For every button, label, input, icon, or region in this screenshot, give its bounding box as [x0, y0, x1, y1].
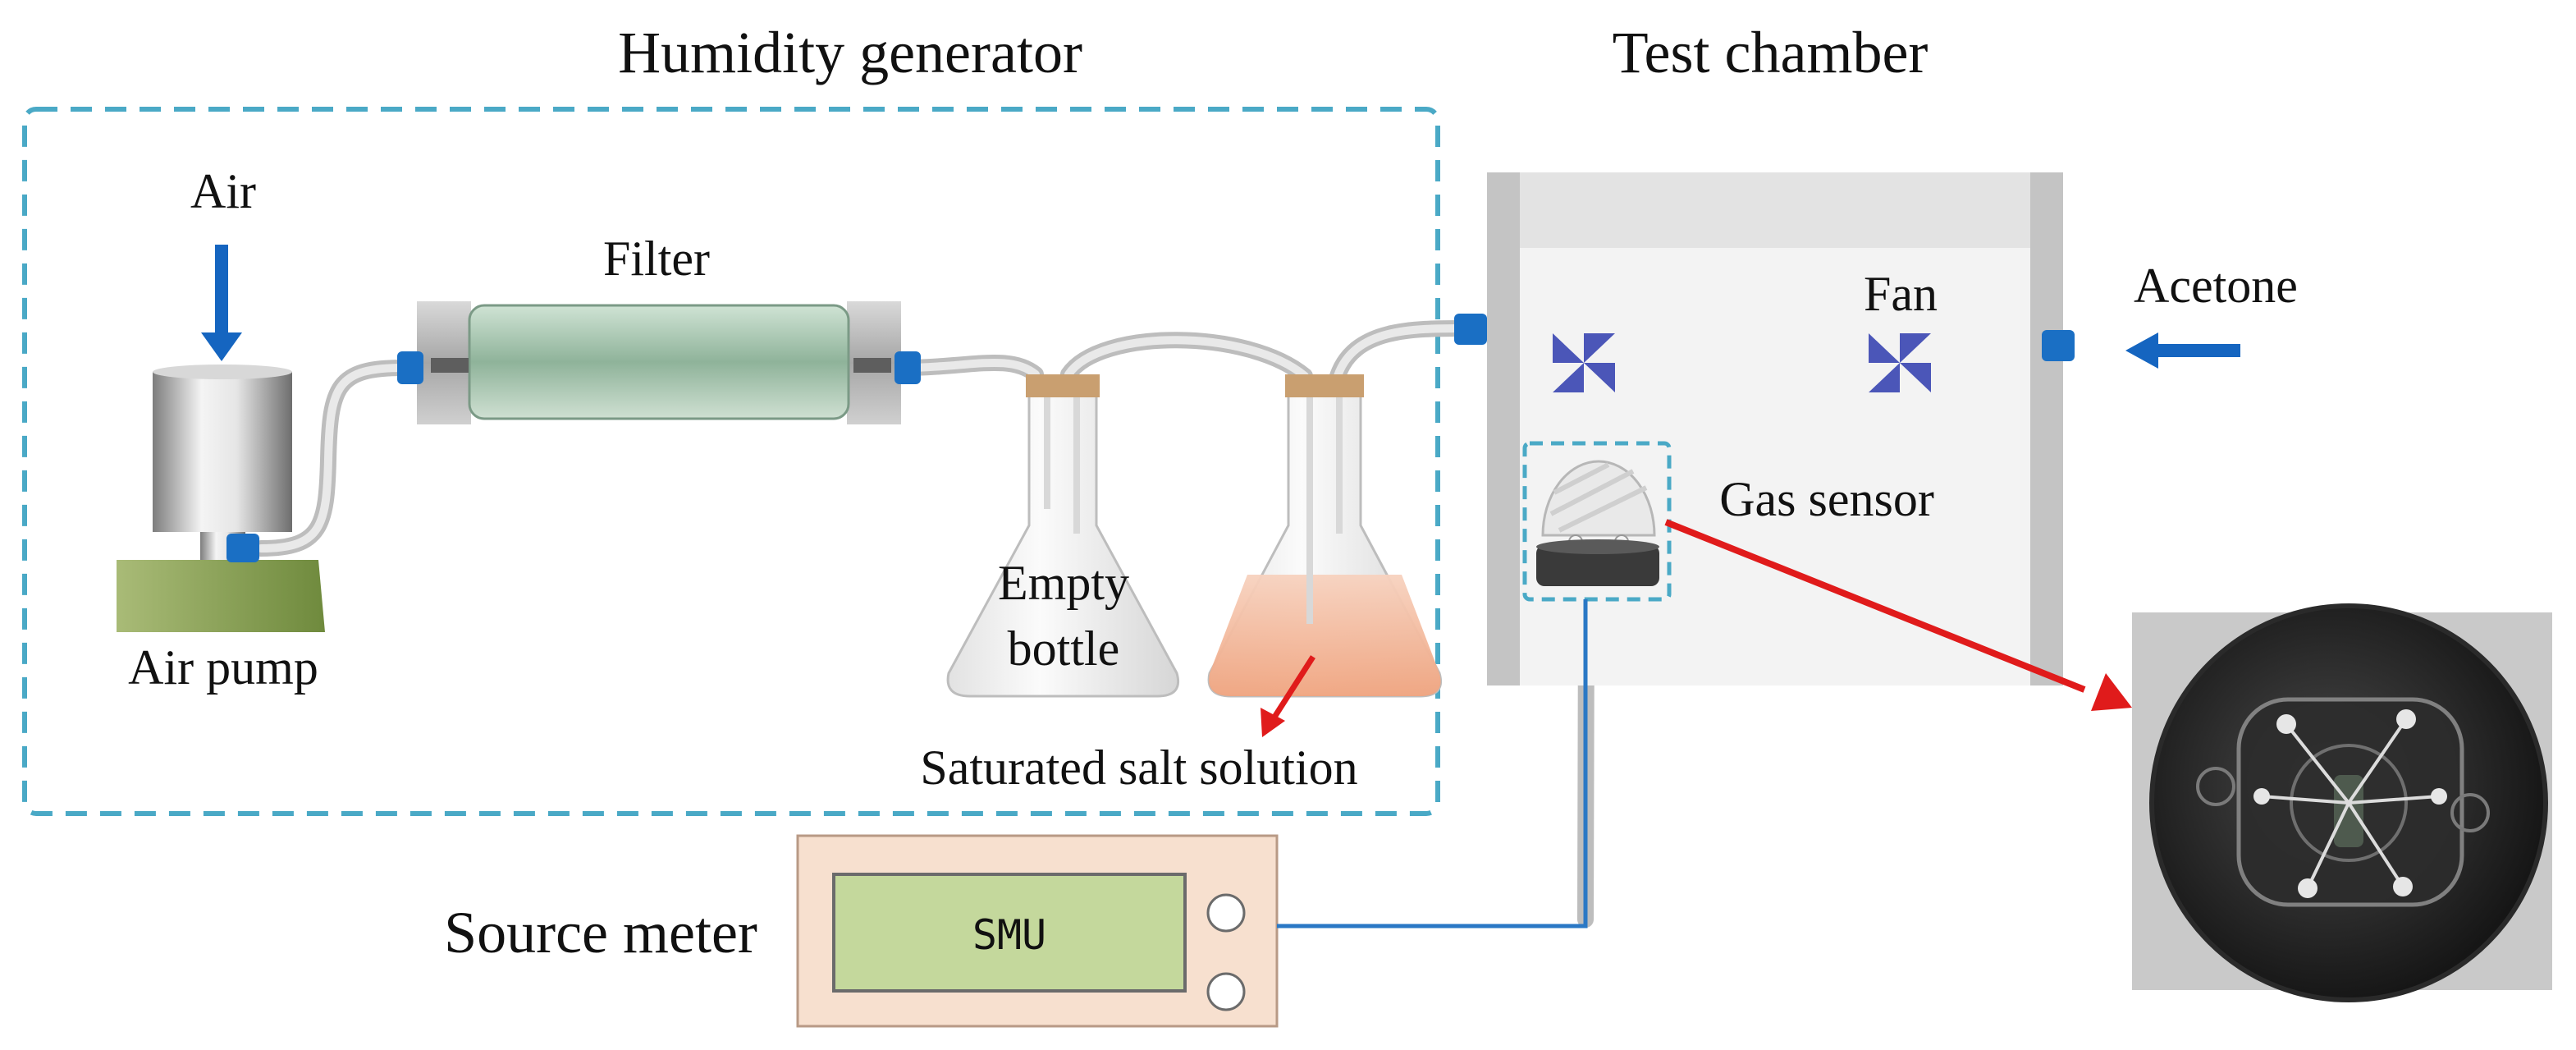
filter — [417, 301, 901, 424]
fan-icon — [1869, 333, 1931, 392]
gas-sensor — [1536, 460, 1659, 586]
meter-knob — [1206, 893, 1246, 933]
air-pump-label: Air pump — [128, 640, 318, 695]
sensor-photo-pointer-arrow — [1664, 519, 2132, 711]
sensor-wire — [1277, 599, 1588, 928]
chamber-body — [1487, 172, 2061, 685]
empty-bottle — [946, 374, 1179, 698]
pump-base — [117, 560, 325, 632]
filter-outlet-connector — [895, 351, 921, 384]
sensor-base — [1536, 545, 1659, 586]
pump-connector — [226, 534, 259, 562]
chamber-wall-right — [2030, 172, 2063, 685]
source-meter — [796, 834, 1279, 1028]
salt-solution-flask — [1207, 374, 1442, 698]
test-chamber — [1487, 172, 2063, 685]
air-inlet-arrow — [201, 245, 242, 361]
source-meter-label: Source meter — [444, 900, 757, 965]
pump-cylinder — [153, 372, 292, 532]
empty-bottle-label-line2: bottle — [1008, 621, 1120, 676]
empty-bottle-label-line1: Empty — [998, 556, 1129, 610]
fan-label: Fan — [1864, 267, 1938, 321]
flask-stopper — [1285, 374, 1364, 397]
filter-tube — [468, 304, 850, 420]
gas-sensor-photo — [2132, 603, 2552, 1002]
solution-pointer-arrow — [1261, 655, 1315, 737]
test-chamber-title: Test chamber — [1613, 20, 1929, 85]
chamber-lid — [1487, 172, 2061, 248]
bottle-stopper — [1026, 374, 1100, 397]
chamber-wall-left — [1487, 172, 1520, 685]
humidity-generator-box — [22, 107, 1440, 816]
saturated-salt-solution-label: Saturated salt solution — [920, 741, 1357, 795]
smu-screen — [832, 873, 1187, 993]
filter-inlet-connector — [397, 351, 423, 384]
air-label: Air — [190, 164, 256, 218]
salt-solution-liquid — [1209, 575, 1441, 696]
chamber-inlet-connector — [1454, 314, 1487, 345]
humidity-generator-title: Humidity generator — [618, 20, 1082, 85]
gas-sensor-label: Gas sensor — [1719, 472, 1934, 526]
fan-icon — [1553, 333, 1615, 392]
filter-label: Filter — [603, 232, 710, 286]
air-pump — [117, 365, 325, 632]
acetone-label: Acetone — [2134, 259, 2298, 313]
smu-screen-text: SMU — [972, 911, 1046, 959]
acetone-inlet-connector — [2042, 330, 2075, 361]
meter-knob — [1206, 972, 1246, 1011]
acetone-inlet-arrow — [2125, 332, 2240, 369]
